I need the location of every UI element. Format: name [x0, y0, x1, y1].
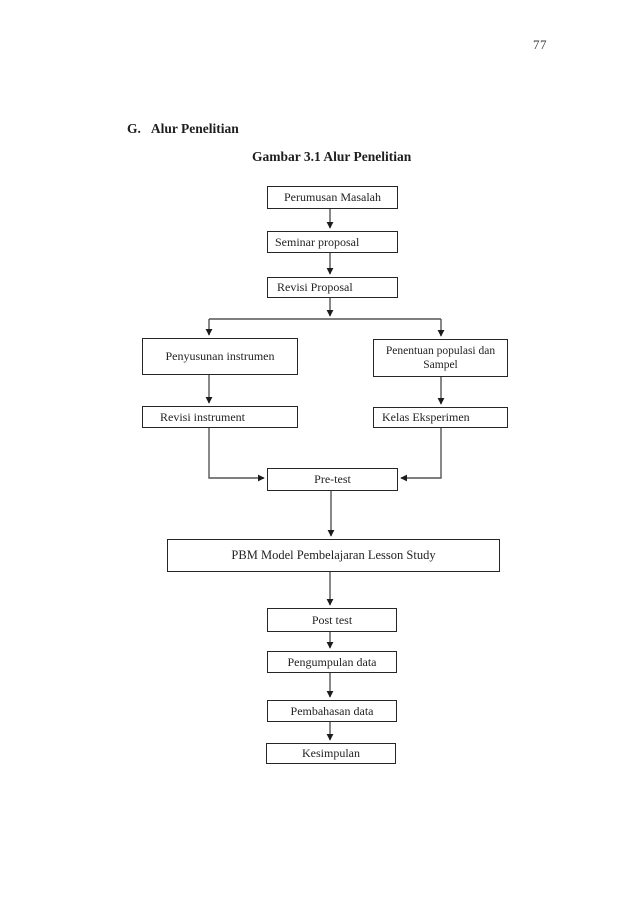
flow-node-revisi-proposal: Revisi Proposal [267, 277, 398, 298]
flow-node-post-test: Post test [267, 608, 397, 632]
page-number: 77 [533, 37, 547, 52]
flow-node-pretest: Pre-test [267, 468, 398, 491]
flow-node-kelas-eksperimen: Kelas Eksperimen [373, 407, 508, 428]
flow-node-pbm-lesson-study: PBM Model Pembelajaran Lesson Study [167, 539, 500, 572]
section-heading-text: Alur Penelitian [150, 121, 239, 136]
flow-node-penyusunan-instrumen: Penyusunan instrumen [142, 338, 298, 375]
arrow-kelas-to-pretest [400, 428, 442, 482]
arrow-revisi-instrument-to-pretest [208, 428, 265, 482]
flow-node-penentuan-populasi: Penentuan populasi dan Sampel [373, 339, 508, 377]
flow-node-seminar-proposal: Seminar proposal [267, 231, 398, 253]
section-heading-prefix: G. [127, 121, 141, 136]
figure-title: Gambar 3.1 Alur Penelitian [252, 149, 412, 164]
section-heading: G. Alur Penelitian [127, 121, 239, 137]
flow-node-perumusan-masalah: Perumusan Masalah [267, 186, 398, 209]
flow-node-pembahasan-data: Pembahasan data [267, 700, 397, 722]
flow-node-kesimpulan: Kesimpulan [266, 743, 396, 764]
flow-node-pengumpulan-data: Pengumpulan data [267, 651, 397, 673]
flow-node-revisi-instrument: Revisi instrument [142, 406, 298, 428]
